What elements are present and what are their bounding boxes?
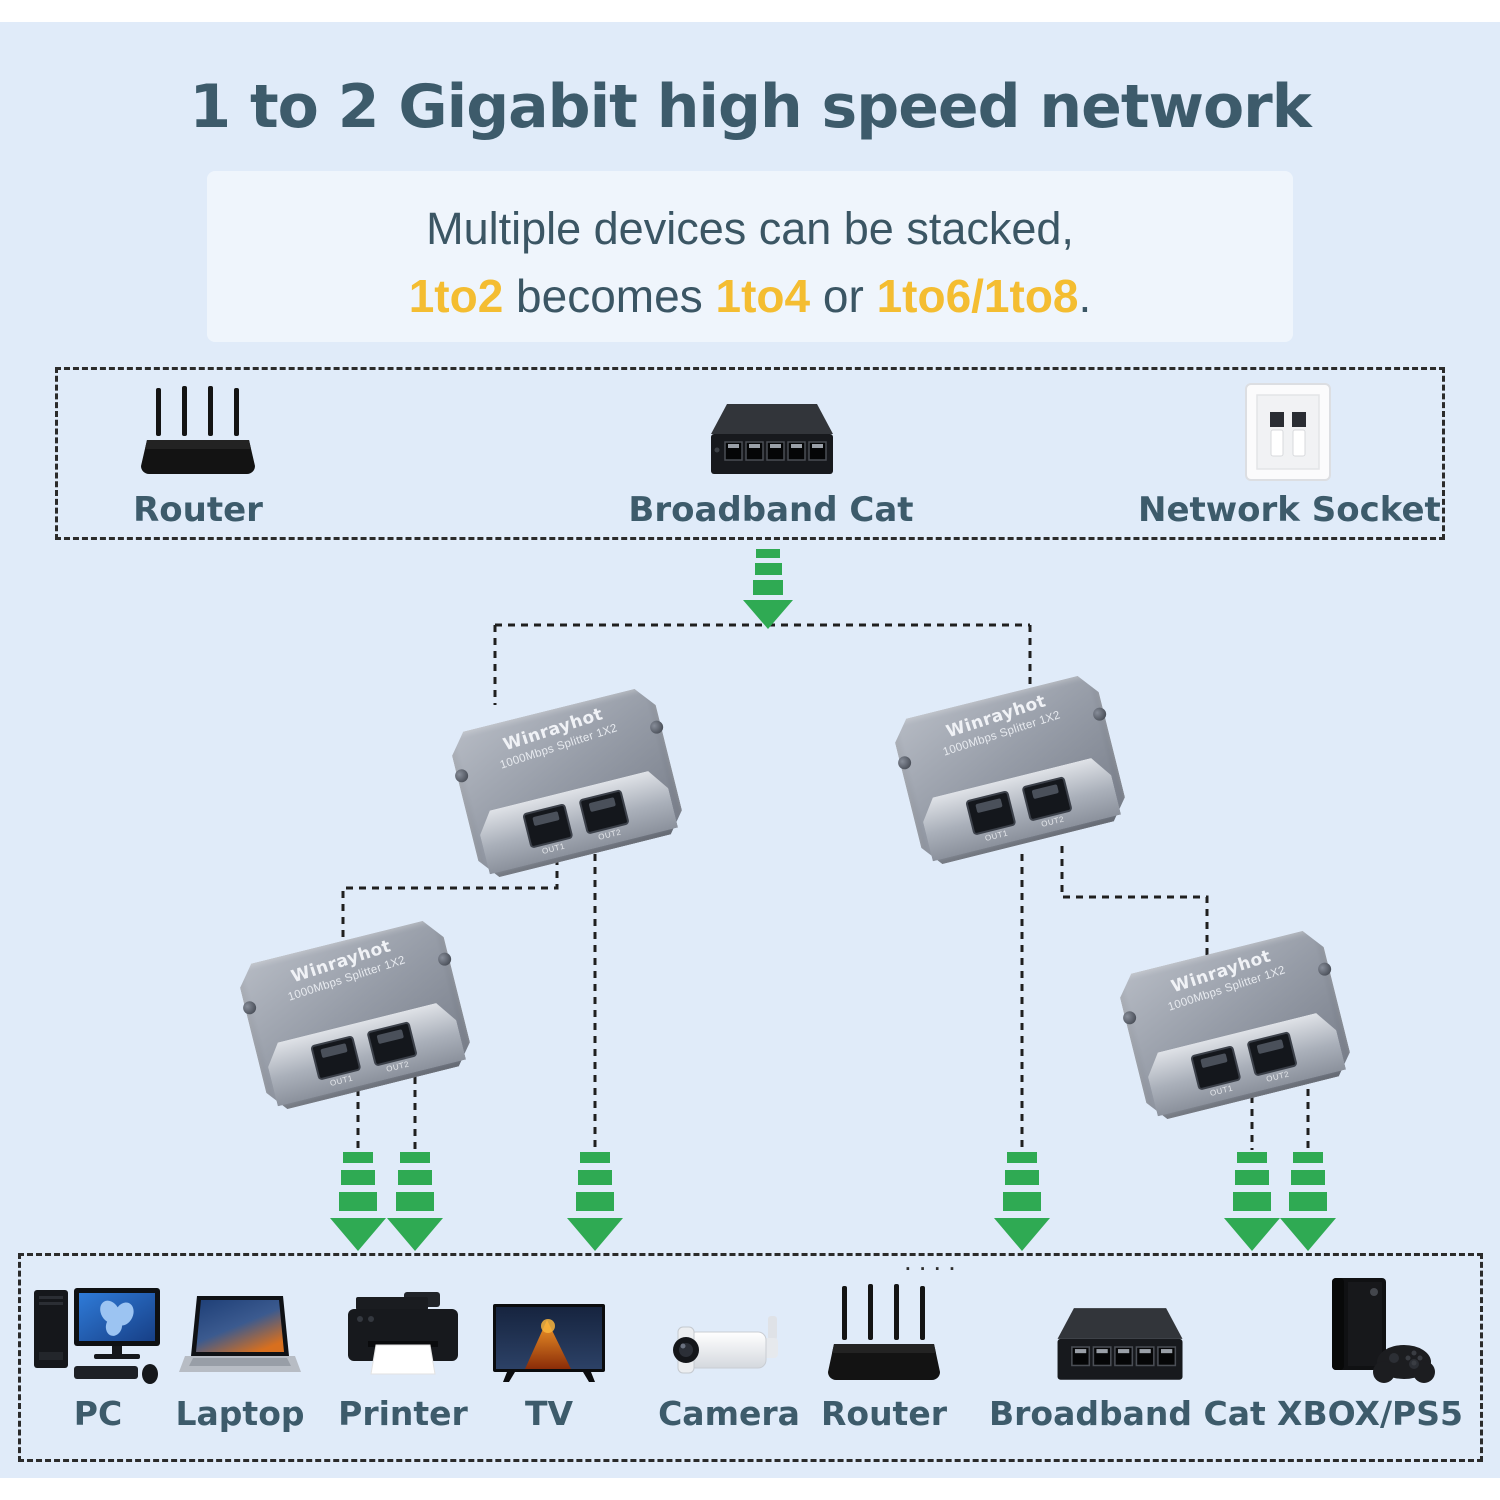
subtitle-highlight-1to6-1to8: 1to6/1to8	[876, 270, 1079, 322]
rj45-port-2	[366, 1021, 417, 1067]
device-item-printer: Printer	[273, 1274, 533, 1433]
device-item-broadband-cat: Broadband Cat	[989, 1274, 1266, 1433]
device-item-xbox-ps5: XBOX/PS5	[1240, 1274, 1500, 1433]
rj45-port-2	[578, 789, 629, 835]
subtitle-box: Multiple devices can be stacked, 1to2 be…	[207, 171, 1293, 342]
rj45-port-1	[965, 790, 1016, 836]
device-label-xbox-ps5: XBOX/PS5	[1277, 1394, 1463, 1433]
source-label-router: Router	[133, 490, 263, 530]
arrow-to-device-2	[387, 1152, 443, 1251]
device-item-router: Router	[754, 1274, 1014, 1433]
rj45-port-2	[1246, 1031, 1297, 1077]
source-item-router: Router	[48, 382, 348, 530]
device-label-broadband-cat: Broadband Cat	[989, 1394, 1266, 1433]
subtitle-line2: 1to2 becomes 1to4 or 1to6/1to8.	[207, 269, 1293, 323]
network-socket-image	[1138, 382, 1438, 482]
endpoint-devices-box: PC Laptop	[18, 1253, 1483, 1462]
xbox-ps5-image	[1240, 1274, 1500, 1388]
subtitle-highlight-1to4: 1to4	[715, 270, 811, 322]
camera-image	[599, 1274, 859, 1388]
arrow-to-device-6	[1280, 1152, 1336, 1251]
subtitle-period: .	[1078, 270, 1092, 322]
device-label-laptop: Laptop	[175, 1394, 305, 1433]
arrow-to-device-4	[994, 1152, 1050, 1251]
source-label-network-socket: Network Socket	[1138, 490, 1441, 530]
arrow-to-device-3	[567, 1152, 623, 1251]
arrow-to-device-1	[330, 1152, 386, 1251]
source-item-network-socket: Network Socket	[1138, 382, 1441, 530]
ellipsis-dots: ....	[905, 1256, 964, 1274]
source-devices-box: Router	[55, 367, 1445, 540]
arrow-to-device-5	[1224, 1152, 1280, 1251]
rj45-port-1	[310, 1035, 361, 1081]
tv-image	[419, 1274, 679, 1388]
source-label-broadband-cat: Broadband Cat	[628, 490, 914, 530]
device-item-laptop: Laptop	[110, 1274, 370, 1433]
printer-image	[273, 1274, 533, 1388]
device-label-pc: PC	[73, 1394, 123, 1433]
subtitle-line1: Multiple devices can be stacked,	[426, 203, 1074, 254]
router-image	[754, 1274, 1014, 1388]
source-item-broadband-cat: Broadband Cat	[621, 382, 921, 530]
broadband-cat-image	[621, 382, 921, 482]
laptop-image	[110, 1274, 370, 1388]
device-label-router: Router	[820, 1394, 947, 1433]
broadband-cat-image	[989, 1274, 1249, 1388]
arrow-source-to-splitters	[742, 549, 794, 629]
subtitle-text-becomes: becomes	[503, 270, 716, 322]
device-item-pc: PC	[0, 1274, 228, 1433]
router-image	[48, 382, 348, 482]
device-label-tv: TV	[524, 1394, 574, 1433]
rj45-port-1	[1190, 1045, 1241, 1091]
pc-image	[0, 1274, 228, 1388]
subtitle-highlight-1to2: 1to2	[408, 270, 504, 322]
page-title: 1 to 2 Gigabit high speed network	[189, 72, 1311, 142]
device-label-printer: Printer	[338, 1394, 468, 1433]
rj45-port-1	[522, 803, 573, 849]
rj45-port-2	[1021, 776, 1072, 822]
subtitle-text-or: or	[810, 270, 877, 322]
device-item-camera: Camera	[599, 1274, 859, 1433]
device-label-camera: Camera	[658, 1394, 800, 1433]
device-item-tv: TV	[419, 1274, 679, 1433]
